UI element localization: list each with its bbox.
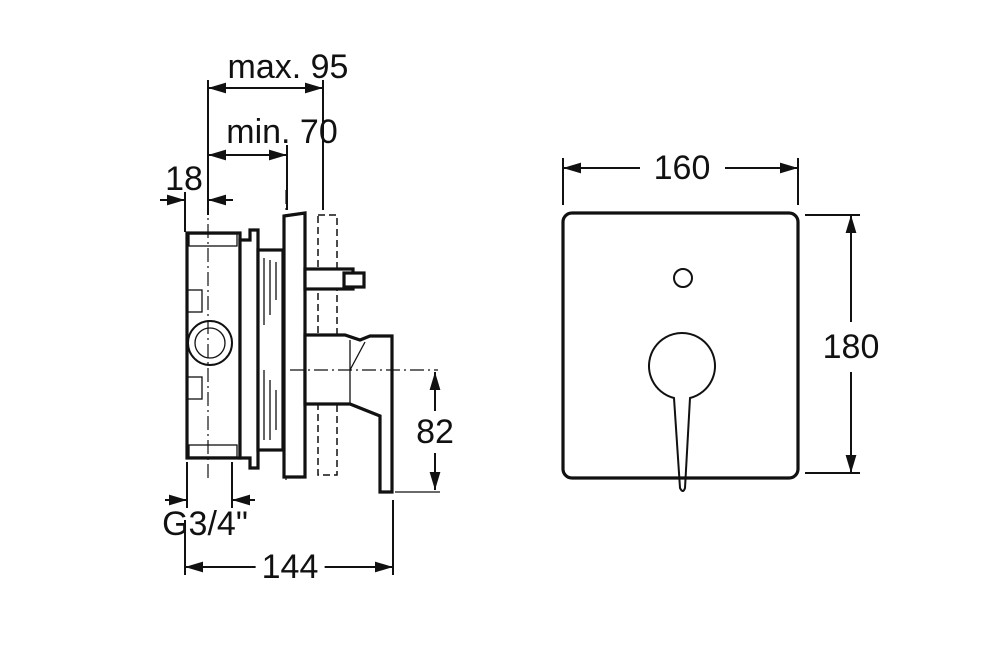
label-min-70: min. 70 [226,113,338,151]
label-160: 160 [653,149,711,187]
cover-plate-front [561,211,800,480]
label-connection: G3/4" [162,505,248,543]
label-max-95: max. 95 [227,48,349,86]
label-82: 82 [416,411,454,453]
label-144: 144 [255,550,325,584]
lever-side [303,333,394,494]
label-180: 180 [822,328,880,366]
diverter-hole [673,268,693,288]
cover-plate-side [282,211,307,479]
side-view [160,80,441,575]
label-18: 18 [165,160,203,198]
lever-front [648,331,716,492]
front-view [561,158,860,492]
